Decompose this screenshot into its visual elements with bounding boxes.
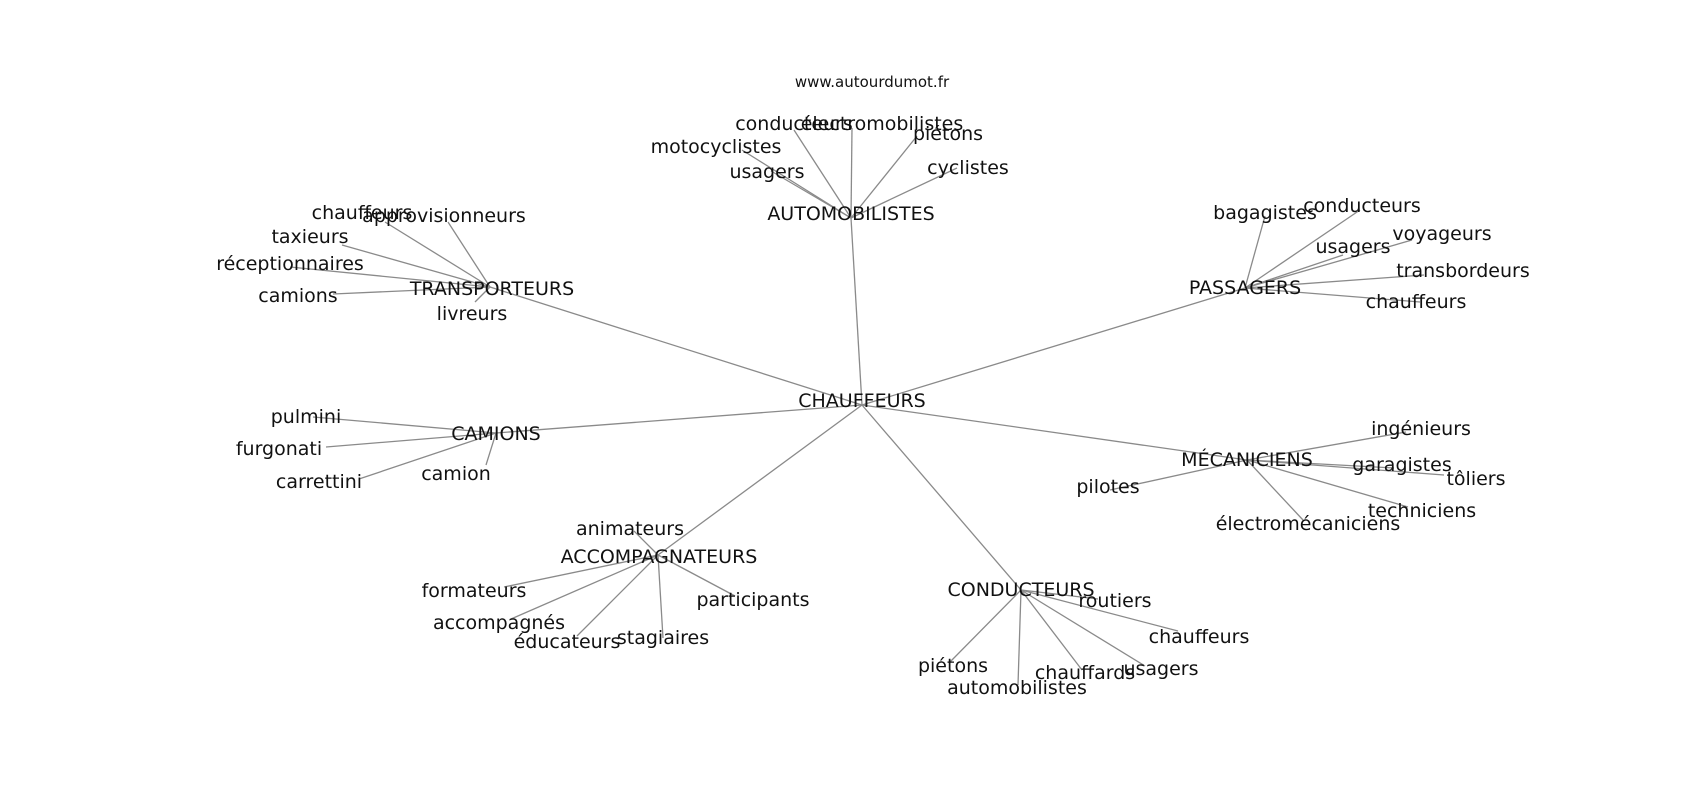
edge-passagers-leaf [1244,209,1361,289]
edges-layer [289,127,1445,686]
edge-passagers-leaf [1244,239,1413,289]
leaf-node: motocyclistes [651,136,782,158]
leaf-node: routiers [1078,590,1151,612]
leaf-node: participants [696,589,809,611]
leaf-node: bagagistes [1213,202,1317,224]
edge-automobilistes-leaf [850,127,853,219]
leaf-node: garagistes [1352,454,1451,476]
group-node-accompagnateurs: ACCOMPAGNATEURS [561,546,758,568]
edge-transporteurs-leaf [289,266,491,288]
edge-center-accompagnateurs [657,404,863,556]
leaf-node: stagiaires [617,627,709,649]
labels-layer: www.autourdumot.fr CHAUFFEURS AUTOMOBILIS… [216,73,1530,699]
leaf-node: chauffeurs [1149,626,1250,648]
leaf-node: chauffeurs [1366,291,1467,313]
edge-passagers-leaf [1244,287,1421,303]
edge-center-mecaniciens [861,404,1248,461]
leaf-node: piétons [918,655,988,677]
edge-conducteurs-leaf [1017,589,1022,686]
edge-transporteurs-leaf [384,221,491,288]
leaf-node: techniciens [1368,500,1476,522]
leaf-node: éducateurs [514,631,621,653]
edge-passagers-leaf [1244,254,1344,289]
leaf-node: conducteurs [1303,195,1421,217]
leaf-node: camions [258,285,337,307]
leaf-node: ingénieurs [1371,418,1471,440]
leaf-node: carrettini [276,471,362,493]
leaf-node: pilotes [1076,476,1139,498]
edge-conducteurs-leaf [1020,589,1179,632]
edge-accompagnateurs-leaf [510,554,659,620]
group-node-camions: CAMIONS [451,423,541,445]
leaf-node: électromécaniciens [1216,513,1401,535]
leaf-node: pulmini [271,406,342,428]
leaf-node: piétons [913,123,983,145]
leaf-node: automobilistes [947,677,1087,699]
edge-automobilistes-leaf [850,167,958,219]
leaf-node: électromobilistes [801,113,964,135]
center-node-label: CHAUFFEURS [798,390,926,412]
edge-center-automobilistes [850,217,863,406]
edge-conducteurs-leaf [948,589,1022,664]
edge-camions-leaf [485,432,497,466]
edge-passagers-leaf [1244,215,1266,289]
edge-camions-leaf [325,432,497,448]
edge-conducteurs-leaf [1020,589,1146,667]
edge-transporteurs-leaf [474,286,491,303]
watermark: www.autourdumot.fr [795,73,950,91]
edge-center-transporteurs [489,286,863,406]
leaf-node: transbordeurs [1396,260,1530,282]
edge-conducteurs-leaf [1020,589,1083,671]
leaf-node: taxieurs [271,226,348,248]
leaf-node: conducteurs [735,113,853,135]
group-node-passagers: PASSAGERS [1189,277,1301,299]
leaf-node: réceptionnaires [216,253,364,275]
edge-camions-leaf [358,432,497,480]
leaf-node: usagers [1315,236,1390,258]
group-node-automobilistes: AUTOMOBILISTES [767,203,934,225]
edge-transporteurs-leaf [447,221,491,288]
leaf-node: formateurs [422,580,527,602]
leaf-node: camion [421,463,491,485]
edge-mecaniciens-leaf [1109,459,1248,491]
edge-conducteurs-leaf [1020,589,1099,600]
leaf-node: chauffeurs [312,202,413,224]
edge-accompagnateurs-leaf [657,554,664,639]
leaf-node: cyclistes [927,157,1009,179]
edge-accompagnateurs-leaf [503,554,659,588]
leaf-node: livreurs [437,303,508,325]
edge-transporteurs-leaf [332,286,491,295]
edge-camions-leaf [312,416,497,434]
leaf-node: voyageurs [1392,223,1491,245]
leaf-node: furgonati [236,438,322,460]
edge-center-passagers [861,287,1246,406]
edge-automobilistes-leaf [770,170,852,219]
leaf-node: accompagnés [433,612,565,634]
edge-accompagnateurs-leaf [633,530,659,556]
group-node-transporteurs: TRANSPORTEURS [409,278,574,300]
edge-center-conducteurs [861,404,1022,591]
edge-transporteurs-leaf [341,244,491,288]
edge-mecaniciens-leaf [1246,459,1409,508]
edge-accompagnateurs-leaf [657,554,736,597]
leaf-node: usagers [729,161,804,183]
leaf-node: animateurs [576,518,684,540]
edge-mecaniciens-leaf [1246,431,1407,461]
edge-mecaniciens-leaf [1246,459,1304,521]
group-node-mecaniciens: MÉCANICIENS [1181,448,1313,471]
leaf-node: usagers [1123,658,1198,680]
edge-passagers-leaf [1244,274,1425,289]
edge-center-camions [495,404,863,434]
leaf-node: approvisionneurs [362,205,526,227]
edge-mecaniciens-leaf [1246,459,1445,476]
edge-accompagnateurs-leaf [576,554,659,637]
leaf-node: tôliers [1446,468,1505,490]
edge-automobilistes-leaf [850,135,918,219]
group-node-conducteurs: CONDUCTEURS [947,579,1094,601]
leaf-node: chauffards [1035,662,1135,684]
edge-automobilistes-leaf [793,129,852,219]
